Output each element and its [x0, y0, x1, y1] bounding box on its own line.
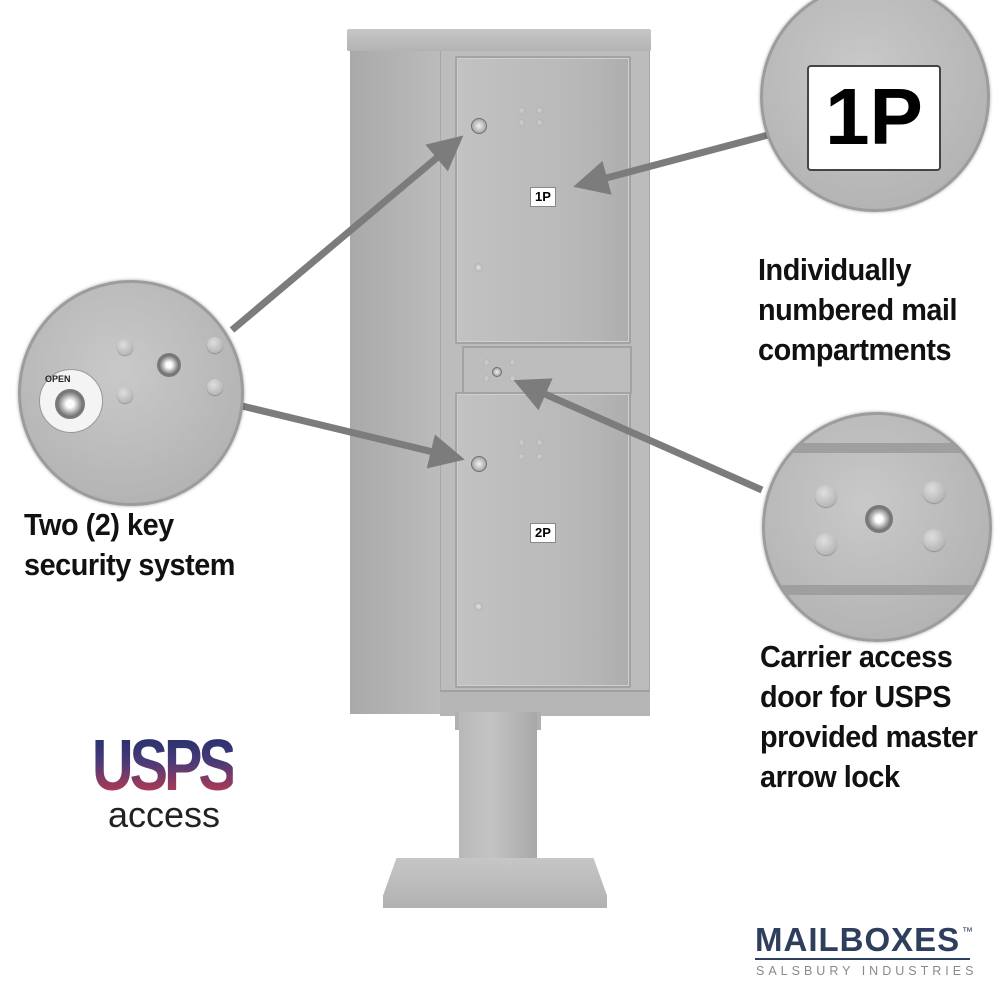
rivet: [519, 108, 524, 113]
caption-line: provided master: [760, 719, 978, 754]
rivet: [537, 120, 542, 125]
rivet-dome: [207, 379, 223, 395]
caption-line: compartments: [758, 332, 952, 367]
caption-line: numbered mail: [758, 292, 958, 327]
door-lock-1p: [471, 118, 487, 134]
rivet: [510, 376, 515, 381]
zoom-circle-carrier-lock: [762, 412, 992, 642]
compartment-label-1p: 1P: [530, 187, 556, 207]
lock-open-text: OPEN: [45, 374, 71, 384]
arrow-to-1p-label: [573, 131, 769, 195]
pedestal-post: [459, 712, 537, 877]
zoom-circle-number-label: 1P: [760, 0, 990, 212]
rivet-dome: [117, 387, 133, 403]
rivet-dome: [207, 337, 223, 353]
rivet: [484, 376, 489, 381]
usps-logo-subtext: access: [108, 794, 221, 835]
caption-line: security system: [24, 547, 235, 582]
carrier-arrow-lock: [492, 367, 502, 377]
usps-logo-word: USPS: [92, 726, 237, 806]
customer-key-lock: [55, 389, 85, 419]
arrow-to-lower-lock: [237, 401, 465, 469]
master-arrow-lock: [865, 505, 893, 533]
compartment-label-2p: 2P: [530, 523, 556, 543]
arrow-to-carrier-door: [513, 378, 764, 494]
rivet-dome: [923, 529, 945, 551]
brand-logo-subtitle: SALSBURY INDUSTRIES: [756, 964, 978, 978]
brand-logo-trademark: ™: [962, 926, 973, 938]
pedestal-base: [383, 858, 607, 908]
rivet: [537, 108, 542, 113]
panel-top-edge: [765, 443, 989, 453]
door-lock-2p: [471, 456, 487, 472]
rivet: [519, 454, 524, 459]
rivet: [537, 440, 542, 445]
cabinet-roof: [347, 29, 651, 51]
caption-line: arrow lock: [760, 759, 900, 794]
cabinet-bottom-trim: [440, 690, 650, 716]
zoom-circle-key-security: OPEN: [18, 280, 244, 506]
door-knob: [474, 602, 483, 611]
zoom-label-1p: 1P: [807, 65, 941, 171]
caption-line: Carrier access: [760, 639, 953, 674]
brand-logo-rule: [755, 958, 970, 960]
rivet: [519, 120, 524, 125]
brand-logo-mailboxes: MAILBOXES: [755, 921, 961, 958]
secondary-key-lock: [157, 353, 181, 377]
rivet: [519, 440, 524, 445]
panel-bottom-edge: [765, 585, 989, 595]
rivet-dome: [923, 481, 945, 503]
compartment-door-2p: 2P: [455, 392, 631, 688]
compartment-door-1p: 1P: [455, 56, 631, 344]
rivet: [484, 360, 489, 365]
rivet: [510, 360, 515, 365]
rivet-dome: [815, 533, 837, 555]
caption-line: Two (2) key: [24, 507, 174, 542]
caption-carrier-access: Carrier access door for USPS provided ma…: [760, 637, 978, 797]
rivet-dome: [815, 485, 837, 507]
caption-numbered-compartments: Individually numbered mail compartments: [758, 250, 957, 370]
rivet: [537, 454, 542, 459]
caption-key-security: Two (2) key security system: [24, 505, 235, 585]
caption-line: door for USPS: [760, 679, 951, 714]
arrow-to-upper-lock: [229, 135, 464, 333]
door-knob: [474, 263, 483, 272]
rivet-dome: [117, 339, 133, 355]
caption-line: Individually: [758, 252, 912, 287]
